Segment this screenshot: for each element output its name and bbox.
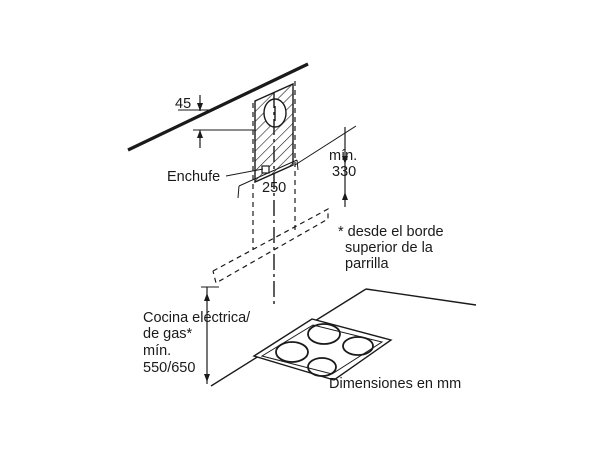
burner-icon (342, 336, 374, 356)
socket-label: Enchufe (167, 169, 220, 185)
burner-icon (307, 323, 341, 345)
units-label: Dimensiones en mm (329, 376, 461, 392)
top-offset-label: 45 (175, 96, 191, 112)
burner-icon (275, 341, 309, 363)
socket-leader (225, 168, 264, 177)
socket-width-dimension: 250 (237, 159, 299, 199)
hob-label-line4: 550/650 (143, 360, 195, 376)
hob-label-line2: de gas* (143, 326, 193, 342)
socket-width-label: 250 (262, 180, 286, 196)
note-line3: parrilla (345, 256, 389, 272)
worktop-back-edge (365, 288, 477, 306)
hob (252, 318, 393, 381)
min-label-line2: 330 (332, 164, 356, 180)
socket-marker (261, 165, 270, 174)
burner-icon (307, 357, 337, 377)
hob-distance-dimension (201, 286, 219, 384)
top-offset-dimension: 45 (175, 95, 255, 148)
note-line2: superior de la (345, 240, 434, 256)
hob-label-line3: mín. (143, 343, 171, 359)
min-label-line1: mín. (329, 148, 357, 164)
ceiling-line (127, 62, 309, 152)
min-330-dimension: mín. 330 (294, 125, 357, 207)
hob-label-line1: Cocina eléctrica/ (143, 310, 251, 326)
note-line1: * desde el borde (338, 224, 444, 240)
hood-outline (212, 207, 329, 284)
chimney-outline (252, 81, 296, 250)
